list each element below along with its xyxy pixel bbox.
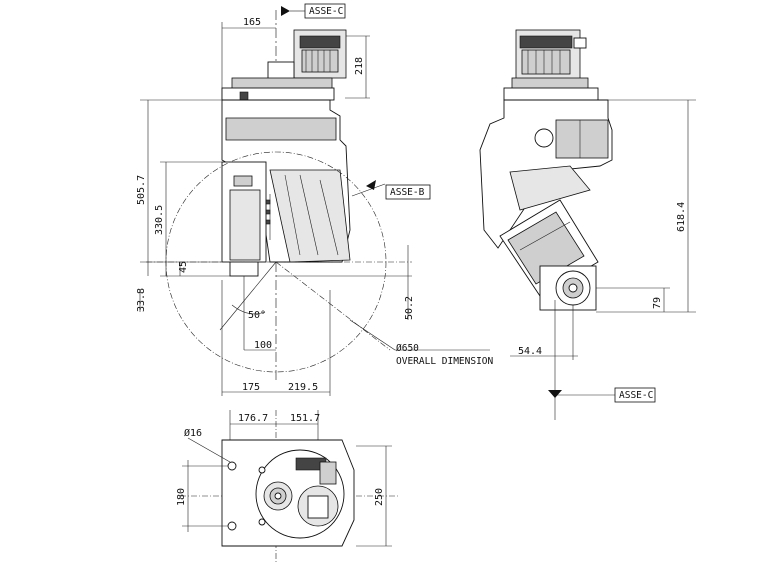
section-tag-mid [385,184,431,200]
dim-505-7: 505.7 [136,175,147,205]
dim-330-5: 330.5 [154,205,165,235]
section-label-top: ASSE-C [309,6,343,17]
dim-45: 45 [178,261,189,273]
dim-218: 218 [354,57,365,75]
overall-dimension-label: OVERALL DIMENSION [396,356,494,367]
dim-151-7: 151.7 [290,413,320,424]
dim-250: 250 [374,488,385,506]
dia-16: Ø16 [184,427,202,439]
dim-219-5: 219.5 [288,382,318,393]
bottom-view: 176.7 151.7 Ø16 180 250 [176,410,400,564]
dim-79: 79 [652,297,663,309]
section-arrow-right [548,390,562,398]
section-label-mid: ASSE-B [390,187,425,198]
section-arrow-b [366,180,376,190]
dim-50deg: 50° [248,310,266,321]
front-view: ASSE-C 165 218 [136,3,494,396]
dim-33-8: 33.8 [136,288,147,312]
dim-165: 165 [243,17,261,28]
side-view: 618.4 79 54.4 ASSE-C [479,29,696,420]
section-tag-right [614,387,656,403]
dia-650: Ø650 [396,343,419,354]
dim-618-4: 618.4 [676,202,687,232]
section-label-right: ASSE-C [619,390,653,401]
section-arrow [281,6,290,16]
dim-50-2: 50.2 [404,296,415,320]
dim-176-7: 176.7 [238,413,268,424]
dim-180: 180 [176,488,187,506]
dim-54-4: 54.4 [518,346,542,357]
dim-175: 175 [242,382,260,393]
dim-100: 100 [254,340,272,351]
